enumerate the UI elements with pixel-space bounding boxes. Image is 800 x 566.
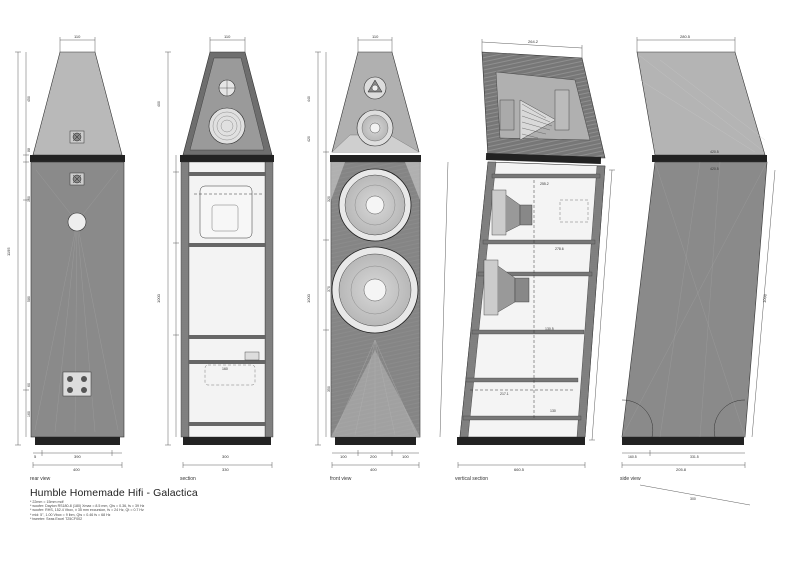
front-b2-dim: 200: [370, 454, 377, 459]
section-box-dim: 160: [222, 367, 228, 371]
caption-rear-view: rear view: [30, 476, 51, 482]
side-h-dim: 1000: [762, 293, 768, 303]
front-s2-dim: 420: [307, 136, 311, 142]
vertical-upper-driver: [491, 189, 533, 236]
vert-a-dim: 255.2: [540, 182, 549, 186]
front-s1-dim: 440: [307, 96, 311, 102]
rear-terminal-upper: [69, 130, 85, 144]
note-line: * tweeter: Seas Excel T25CF002: [30, 516, 83, 521]
caption-section: section: [180, 476, 196, 482]
rear-band: [30, 155, 125, 162]
rear-view: 110 400 5 390 1195 450 88 160 580 60 160: [6, 34, 125, 472]
rear-seg6-dim: 160: [27, 411, 31, 417]
section-left-wall: [180, 161, 190, 438]
rear-seg1-dim: 450: [27, 96, 31, 102]
rear-port: [67, 212, 87, 232]
front-b1-dim: 100: [340, 454, 347, 459]
side-view: 280.5 205.8 160.5 331.5 420.5 420.5 1000…: [621, 34, 776, 506]
note-line: * woofer: Dayton RS180-8 (180) Xmax = 8.…: [30, 504, 145, 509]
side-w2-dim: 420.5: [710, 167, 719, 171]
section-bottom-dim: 330: [222, 467, 229, 472]
caption-front-view: front view: [330, 476, 352, 482]
side-b2-dim: 331.5: [690, 455, 699, 459]
vert-d-dim: 217.1: [500, 392, 509, 396]
note-line: * mid: 5", 1.00 Vbox = 9 lbm, Qts = 0.46…: [30, 512, 111, 517]
front-height-dim: 1000: [306, 293, 311, 303]
front-midrange: [356, 109, 394, 147]
front-top-dim: 110: [372, 34, 379, 39]
vert-b-dim: 278.6: [555, 247, 564, 251]
drawing-title: Humble Homemade Hifi - Galactica: [30, 487, 198, 499]
front-upper-woofer: [338, 168, 412, 242]
front-b3-dim: 100: [402, 454, 409, 459]
rear-height-dim: 1195: [6, 247, 11, 256]
vertical-lower-driver: [483, 259, 530, 316]
front-s5-dim: 350: [327, 386, 331, 392]
side-bottom-dim: 205.8: [676, 467, 687, 472]
side-corner-arc-right: [713, 399, 746, 438]
front-tweeter: [363, 76, 387, 100]
section-inner-dim: 300: [222, 454, 229, 459]
rear-seg5-dim: 60: [27, 383, 31, 387]
side-top-dim: 280.5: [680, 34, 691, 39]
section-top-inner: [189, 57, 265, 151]
rear-base-mid-dim: 390: [74, 454, 81, 459]
notes-list: * 22mm = 15mm mdf * woofer: Dayton RS180…: [30, 500, 144, 521]
caption-side-view: side view: [620, 476, 641, 482]
vertical-section: 264.2 660.5 255.2 278.6 130.5 217.1 130: [439, 39, 615, 472]
side-corner-arc-left: [621, 399, 654, 438]
front-s3-dim: 320: [327, 196, 331, 202]
rear-seg4-dim: 580: [27, 296, 31, 302]
section-mid-chamber: [199, 185, 253, 239]
section-midrange: [208, 107, 246, 145]
section-view: 110 330 300 1000 400 160: [156, 34, 274, 472]
front-s4-dim: 370: [327, 286, 331, 292]
vert-e-dim: 130: [550, 409, 556, 413]
side-b1-dim: 160.5: [628, 455, 637, 459]
rear-terminal-lower: [69, 172, 85, 186]
section-upper-dim: 400: [157, 101, 161, 107]
front-view: 110 400 100 200 100 1000 440 420 320 370…: [306, 34, 421, 472]
side-angle-dim: 300: [690, 497, 696, 501]
vert-c-dim: 130.5: [545, 327, 554, 331]
section-right-wall: [264, 161, 274, 438]
rear-binding-posts: [62, 371, 92, 397]
rear-plinth: [35, 437, 120, 445]
section-height-dim: 1000: [156, 293, 161, 303]
note-line: * woofer: RHS, 152.4 Vbox, ± 35 mm excur…: [30, 508, 144, 513]
vert-bottom-dim: 660.5: [514, 467, 525, 472]
front-bottom-dim: 400: [370, 467, 377, 472]
note-line: * 22mm = 15mm mdf: [30, 500, 64, 504]
rear-base-left-dim: 5: [34, 454, 37, 459]
caption-vertical-section: vertical section: [455, 476, 489, 482]
rear-seg3-dim: 160: [27, 196, 31, 202]
side-top-module: [636, 51, 766, 156]
vert-top-dim: 264.2: [528, 39, 539, 44]
side-w1-dim: 420.5: [710, 150, 719, 154]
rear-top-dim: 110: [74, 34, 81, 39]
section-top-dim: 110: [224, 34, 231, 39]
rear-seg2-dim: 88: [27, 148, 31, 152]
front-lower-woofer: [331, 246, 419, 334]
vertical-top-module: [481, 51, 606, 159]
rear-bottom-dim: 400: [73, 467, 80, 472]
